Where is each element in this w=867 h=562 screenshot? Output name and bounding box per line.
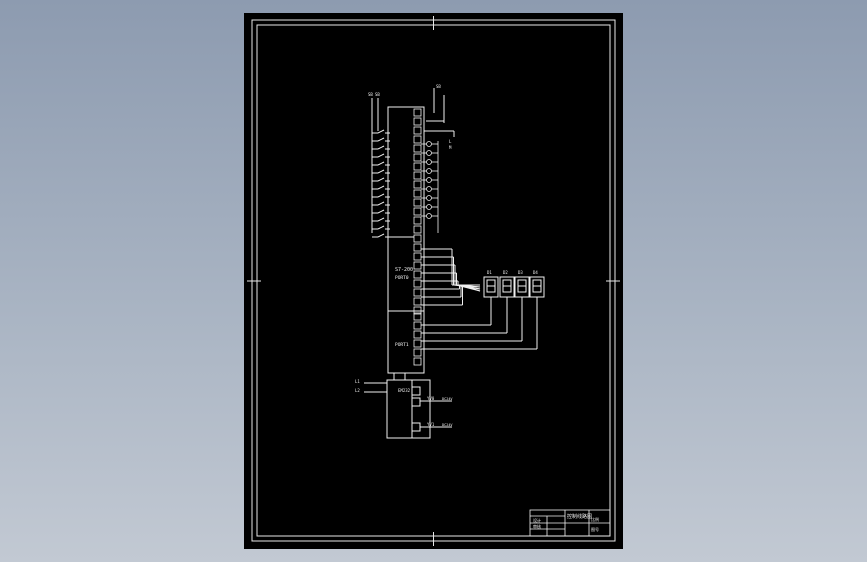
seven-segment-display <box>421 248 545 350</box>
supply-label: SB <box>436 84 441 89</box>
indicator-lamp <box>426 204 432 210</box>
terminal-box <box>413 207 422 216</box>
indicator-lamp <box>426 141 432 147</box>
digit-segments <box>486 279 496 293</box>
drawing-sheet: S7-200 PORT0 PORT1 SB L M SB SB D1 D2 D3 D4 <box>244 13 623 549</box>
module-in-l1: L1 <box>355 379 360 384</box>
terminal-box <box>413 270 422 279</box>
centering-marks <box>247 16 620 546</box>
terminal-box <box>413 339 422 348</box>
module-in-l2: L2 <box>355 388 360 393</box>
supply-label-l: L <box>449 139 452 144</box>
plc-port1-label: PORT1 <box>395 342 409 348</box>
digit-segments <box>532 279 542 293</box>
input-label-a: SB <box>368 92 373 97</box>
switch-contact <box>377 225 385 230</box>
terminal-box <box>413 306 422 315</box>
switch-contact <box>377 193 385 198</box>
terminal-box <box>413 288 422 297</box>
plc-unit <box>387 106 425 374</box>
switch-contact <box>377 137 385 142</box>
switch-contact <box>377 153 385 158</box>
digit-frame <box>483 276 499 298</box>
output-indicators <box>421 141 439 233</box>
switch-contact <box>377 185 385 190</box>
digit-segments <box>517 279 527 293</box>
module-out-dc0: DC24V <box>442 397 453 401</box>
digit-segments <box>502 279 512 293</box>
switch-contact <box>377 201 385 206</box>
terminal-box <box>413 216 422 225</box>
digit-label: D2 <box>503 270 508 275</box>
terminal-box <box>413 135 422 144</box>
indicator-lamp <box>426 186 432 192</box>
expansion-module <box>364 373 452 439</box>
indicator-lamp <box>426 213 432 219</box>
switch-contact <box>377 217 385 222</box>
terminal-box <box>413 126 422 135</box>
title-block-cell-scale: 比例 <box>591 516 599 522</box>
input-label-b: SB <box>375 92 380 97</box>
module-out-yv0: YV0 <box>427 396 435 401</box>
terminal-box <box>413 330 422 339</box>
terminal-box <box>413 180 422 189</box>
digit-label: D1 <box>487 270 492 275</box>
indicator-lamp <box>426 150 432 156</box>
terminal-box <box>413 234 422 243</box>
digit-labels: D1 D2 D3 D4 <box>487 270 538 275</box>
terminal-box <box>413 144 422 153</box>
digit-label: D4 <box>533 270 538 275</box>
terminal-box <box>413 357 422 366</box>
segment-wire <box>462 284 481 292</box>
terminal-box <box>413 312 422 321</box>
title-block <box>529 509 611 537</box>
terminal-box <box>413 225 422 234</box>
digit-frame <box>514 276 530 298</box>
terminal-box <box>413 243 422 252</box>
title-block-cell-design: 设计 <box>533 517 541 523</box>
switch-contact <box>377 233 385 238</box>
module-out-dc1: DC24V <box>442 423 453 427</box>
top-supply <box>424 88 455 137</box>
terminal-box <box>413 348 422 357</box>
terminal-box <box>413 297 422 306</box>
indicator-lamp <box>426 159 432 165</box>
terminal-box <box>413 162 422 171</box>
digit-label: D3 <box>518 270 523 275</box>
terminal-box <box>413 108 422 117</box>
terminal-box <box>413 279 422 288</box>
title-block-cell-review: 审核 <box>533 523 541 529</box>
switch-contact <box>377 177 385 182</box>
terminal-box <box>413 189 422 198</box>
switch-contact <box>377 129 385 134</box>
title-block-title: 控制线路图 <box>567 513 592 520</box>
terminal-box <box>413 171 422 180</box>
module-label: EM232 <box>398 388 411 393</box>
terminal-box <box>413 198 422 207</box>
plc-model-label: S7-200 <box>395 267 413 273</box>
terminal-box <box>413 153 422 162</box>
indicator-lamp <box>426 168 432 174</box>
digit-frame <box>499 276 515 298</box>
terminal-box <box>413 117 422 126</box>
supply-label-m: M <box>449 145 452 150</box>
digit-frame <box>529 276 545 298</box>
plc-terminals <box>413 108 422 366</box>
module-out-yv1: YV1 <box>427 422 435 427</box>
switch-contact <box>377 209 385 214</box>
switch-contact <box>377 145 385 150</box>
switch-contact <box>377 169 385 174</box>
title-block-cell-no: 图号 <box>591 526 599 532</box>
indicator-lamp <box>426 177 432 183</box>
plc-port-label: PORT0 <box>395 275 409 281</box>
indicator-lamp <box>426 195 432 201</box>
input-switches <box>371 98 390 238</box>
switch-contact <box>377 161 385 166</box>
